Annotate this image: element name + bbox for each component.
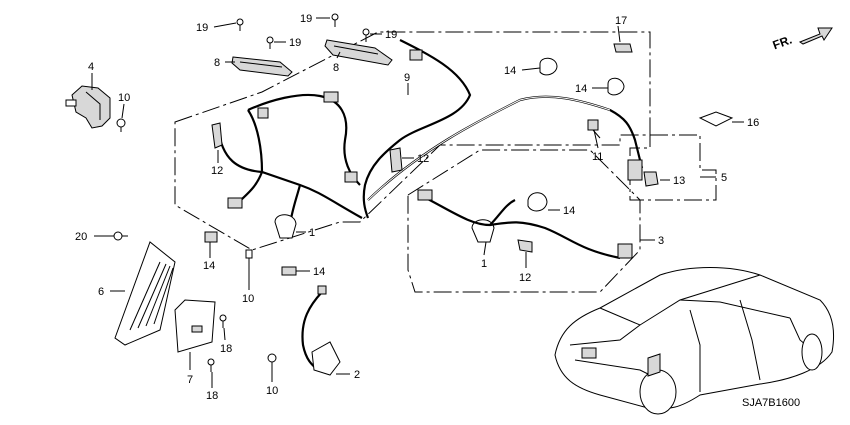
clip-12-c bbox=[517, 239, 533, 253]
group-outline-assembly-5 bbox=[629, 134, 717, 201]
callout-19: 19 bbox=[196, 22, 208, 34]
callout-16: 16 bbox=[747, 117, 759, 129]
callout-20: 20 bbox=[75, 231, 87, 243]
direction-label: FR. bbox=[771, 33, 794, 53]
bolt-19-a bbox=[236, 18, 244, 31]
clamp-1-a bbox=[274, 214, 297, 239]
callout-6: 6 bbox=[98, 286, 104, 298]
part-6-amplifier bbox=[114, 241, 176, 346]
callout-5: 5 bbox=[721, 172, 727, 184]
part-8-antenna-left bbox=[231, 56, 293, 77]
callout-10: 10 bbox=[118, 92, 130, 104]
connector-11 bbox=[587, 119, 601, 139]
screw-18-a bbox=[219, 314, 227, 328]
screw-18-b bbox=[207, 358, 215, 372]
callout-10: 10 bbox=[266, 385, 278, 397]
diagram-code: SJA7B1600 bbox=[742, 397, 800, 409]
leader-lines bbox=[91, 17, 744, 388]
callout-14: 14 bbox=[504, 65, 516, 77]
part-2-ground-cable bbox=[301, 285, 341, 376]
callout-7: 7 bbox=[187, 374, 193, 386]
callout-15: 14 bbox=[313, 266, 325, 278]
callout-18: 18 bbox=[220, 343, 232, 355]
callout-11: 11 bbox=[592, 151, 603, 163]
part-3-harness bbox=[417, 189, 633, 260]
callout-8: 8 bbox=[214, 57, 220, 69]
bolt-10-b bbox=[245, 249, 253, 270]
callout-9: 9 bbox=[404, 72, 410, 84]
bolt-10-a bbox=[116, 118, 126, 132]
arrow-icon bbox=[798, 27, 833, 45]
front-direction-arrow: FR. bbox=[771, 27, 833, 53]
clamp-14-c bbox=[527, 192, 548, 212]
clamp-14-a bbox=[539, 57, 558, 76]
pad-16 bbox=[698, 111, 734, 127]
callout-12: 12 bbox=[417, 153, 429, 165]
pad-17 bbox=[613, 43, 633, 53]
connector-13 bbox=[643, 171, 659, 187]
callout-2: 2 bbox=[354, 369, 360, 381]
bolt-20 bbox=[113, 231, 128, 241]
pad-15-b bbox=[281, 266, 297, 276]
clip-12-b bbox=[389, 147, 403, 173]
part-7-control-unit bbox=[174, 299, 216, 353]
pad-15-a bbox=[204, 231, 218, 243]
callout-13: 13 bbox=[673, 175, 685, 187]
callout-1: 1 bbox=[309, 227, 315, 239]
bolt-19-d bbox=[266, 36, 274, 49]
vehicle-outline bbox=[554, 267, 834, 415]
callout-8: 8 bbox=[333, 62, 339, 74]
clamp-14-b bbox=[607, 77, 625, 96]
callout-3: 3 bbox=[658, 235, 664, 247]
callout-1: 1 bbox=[481, 258, 487, 270]
clip-12-a bbox=[211, 122, 223, 149]
callout-15: 14 bbox=[203, 260, 215, 272]
bolt-19-c bbox=[362, 28, 370, 42]
callout-19: 19 bbox=[300, 13, 312, 25]
callout-12: 12 bbox=[519, 272, 531, 284]
callout-10: 10 bbox=[242, 293, 254, 305]
part-8-antenna-right bbox=[324, 39, 393, 66]
bolt-19-b bbox=[331, 13, 339, 27]
callout-14: 14 bbox=[575, 83, 587, 95]
callout-14: 14 bbox=[563, 205, 575, 217]
bolt-10-c bbox=[267, 353, 277, 370]
callout-4: 4 bbox=[88, 61, 94, 73]
callout-18: 18 bbox=[206, 390, 218, 402]
callout-12: 12 bbox=[211, 165, 223, 177]
group-outline-assembly-3 bbox=[407, 149, 641, 293]
callout-19: 19 bbox=[385, 29, 397, 41]
part-4-bracket bbox=[65, 85, 111, 129]
callout-19: 19 bbox=[289, 37, 301, 49]
callout-17: 17 bbox=[615, 15, 627, 27]
